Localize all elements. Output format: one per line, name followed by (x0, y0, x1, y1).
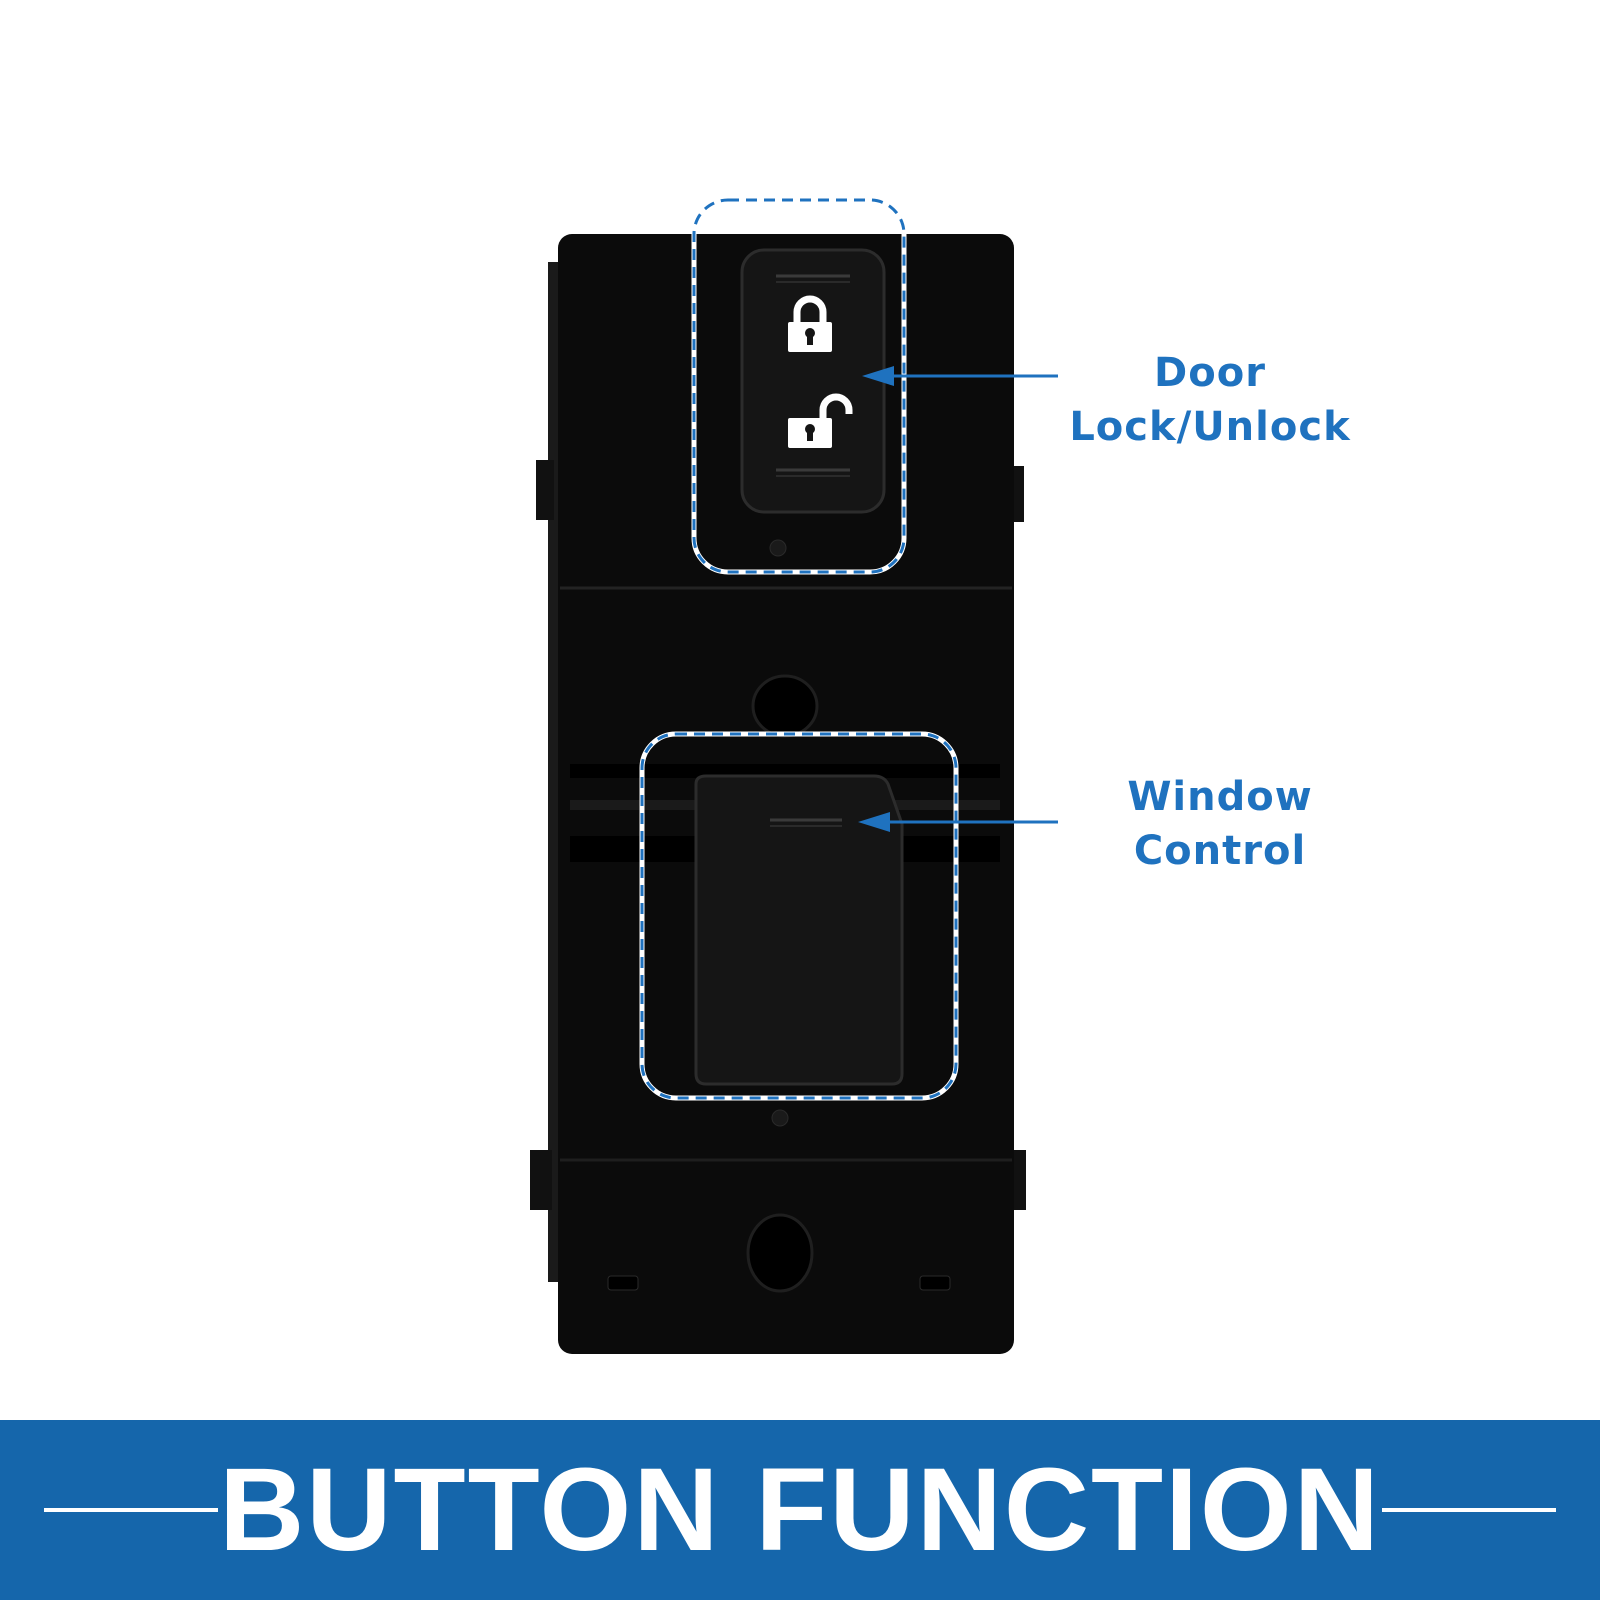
side-clip-left-top (536, 460, 554, 520)
housing-groove (570, 764, 1000, 778)
banner-title: BUTTON FUNCTION (219, 1444, 1381, 1576)
window-control-callout-line2: Control (1133, 828, 1307, 874)
arrow-left-icon (862, 366, 1058, 386)
door-lock-button (740, 248, 886, 514)
window-control-highlight-halo (639, 731, 959, 1101)
door-lock-callout-line2: Lock/Unlock (1069, 404, 1351, 450)
housing-slot (919, 1275, 951, 1291)
banner-rule-left (44, 1508, 218, 1512)
window-control-callout: Window Control (1090, 770, 1350, 878)
mounting-hole (751, 674, 819, 738)
window-switch-illustration (530, 197, 1058, 1354)
mounting-hole (746, 1213, 814, 1293)
housing-slot (607, 1275, 639, 1291)
title-banner: BUTTON FUNCTION (0, 1420, 1600, 1600)
door-lock-highlight (692, 198, 906, 574)
window-control-button (694, 774, 904, 1086)
lock-icon (788, 295, 832, 352)
door-lock-callout-line1: Door (1154, 350, 1266, 396)
side-clip-right-bottom (1012, 1150, 1026, 1210)
banner-rule-right (1382, 1508, 1556, 1512)
product-figure: Door Lock/Unlock Window Control (530, 197, 1360, 1354)
window-control-callout-line1: Window (1127, 774, 1313, 820)
screw-hole (769, 539, 787, 557)
unlock-icon (788, 393, 853, 448)
side-clip-left-bottom (530, 1150, 552, 1210)
door-lock-callout: Door Lock/Unlock (1060, 346, 1360, 454)
screw-hole (771, 1109, 789, 1127)
arrow-left-icon (858, 812, 1058, 832)
